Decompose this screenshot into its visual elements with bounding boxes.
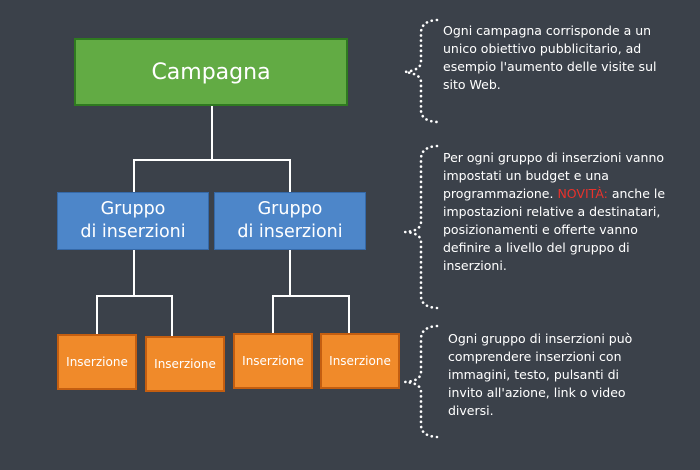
ad-box-2: Inserzione xyxy=(145,336,225,392)
ad-set-1-label-line2: di inserzioni xyxy=(80,222,186,242)
ads-note-text: Ogni gruppo di inserzioni può comprender… xyxy=(448,331,633,418)
campaign-note-text: Ogni campagna corrisponde a un unico obi… xyxy=(443,23,657,92)
ad-set-box-2: Gruppo di inserzioni xyxy=(214,192,366,250)
ad-1-label: Inserzione xyxy=(66,355,128,369)
ad-set-note: Per ogni gruppo di inserzioni vanno impo… xyxy=(443,149,683,275)
ad-box-3: Inserzione xyxy=(233,333,313,389)
ad-set-note-text-after: anche le impostazioni relative a destina… xyxy=(443,186,666,273)
tree-lines xyxy=(96,106,350,336)
ad-set-box-1: Gruppo di inserzioni xyxy=(57,192,209,250)
ad-box-1: Inserzione xyxy=(57,334,137,390)
ads-note: Ogni gruppo di inserzioni può comprender… xyxy=(448,330,648,420)
ad-4-label: Inserzione xyxy=(329,354,391,368)
ad-set-2-label-line2: di inserzioni xyxy=(237,222,343,242)
adset1-to-ads-connector xyxy=(96,250,173,336)
ad-set-1-label-line1: Gruppo xyxy=(100,198,166,219)
ad-box-4: Inserzione xyxy=(320,333,400,389)
ad-set-note-text: Per ogni gruppo di inserzioni vanno impo… xyxy=(443,150,665,201)
ad-2-label: Inserzione xyxy=(154,357,216,371)
novita-highlight: NOVITÀ: xyxy=(557,186,608,201)
dotted-braces xyxy=(404,18,439,439)
campaign-box: Campagna xyxy=(74,38,348,106)
campaign-to-adsets-connector xyxy=(133,106,291,192)
ad-set-2-label-line1: Gruppo xyxy=(257,198,323,219)
adset2-to-ads-connector xyxy=(272,250,350,333)
campaign-note: Ogni campagna corrisponde a un unico obi… xyxy=(443,22,673,94)
brace-note-3 xyxy=(404,324,439,439)
campaign-label: Campagna xyxy=(151,59,271,85)
brace-note-1 xyxy=(404,18,439,124)
ad-3-label: Inserzione xyxy=(242,354,304,368)
brace-note-2 xyxy=(404,144,439,310)
